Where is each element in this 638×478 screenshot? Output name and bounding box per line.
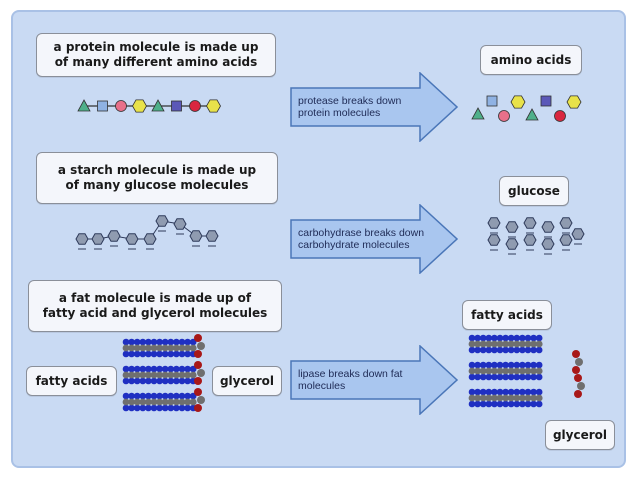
- glucose-unit-icon: [523, 217, 537, 234]
- starch-description-label: a starch molecule is made up of many glu…: [36, 152, 278, 204]
- square-purple-icon: [540, 95, 552, 107]
- glucose-unit-icon: [505, 238, 519, 255]
- glucose-label: glucose: [499, 176, 569, 206]
- glucose-unit-icon: [91, 233, 105, 250]
- triangle-icon: [471, 107, 485, 120]
- amino-acids-label: amino acids: [480, 45, 582, 75]
- glucose-unit-icon: [571, 228, 585, 245]
- left-glycerol-label: glycerol: [212, 366, 282, 396]
- glucose-unit-icon: [107, 230, 121, 247]
- square-purple-icon: [171, 100, 182, 112]
- glucose-unit-icon: [559, 234, 573, 251]
- circle-red-icon: [189, 100, 201, 112]
- lipase-arrow-shape: [290, 345, 458, 415]
- carbohydrase-arrow-shape: [290, 204, 458, 274]
- hexagon-yellow-icon: [510, 95, 526, 109]
- protease-arrow-text: protease breaks down protein molecules: [298, 95, 402, 119]
- fatty-acid-strand: [468, 388, 543, 408]
- glucose-unit-icon: [487, 234, 501, 251]
- carbohydrase-arrow-text: carbohydrase breaks down carbohydrate mo…: [298, 227, 425, 251]
- circle-pink-icon: [498, 110, 510, 122]
- square-icon: [97, 100, 108, 112]
- carbohydrase-arrow: carbohydrase breaks down carbohydrate mo…: [290, 204, 458, 274]
- fatty-acid-strand: [468, 334, 543, 354]
- protease-arrow: protease breaks down protein molecules: [290, 72, 458, 142]
- hexagon-yellow-icon: [566, 95, 582, 109]
- glucose-unit-icon: [75, 233, 89, 250]
- glycerol-unit: [194, 388, 205, 412]
- triangle-icon: [151, 99, 165, 112]
- hexagon-yellow-icon: [132, 99, 147, 113]
- glucose-unit-icon: [143, 233, 157, 250]
- glycerol-unit: [194, 361, 205, 385]
- fatty-acid-strand: [468, 361, 543, 381]
- triangle-icon: [525, 108, 539, 121]
- glucose-unit-icon: [523, 234, 537, 251]
- protein-description-label: a protein molecule is made up of many di…: [36, 33, 276, 77]
- glucose-unit-icon: [541, 221, 555, 238]
- glycerol-unit: [194, 334, 205, 358]
- lipase-arrow: lipase breaks down fat molecules: [290, 345, 458, 415]
- hexagon-yellow-icon: [206, 99, 221, 113]
- glucose-unit-icon: [487, 217, 501, 234]
- triangle-icon: [77, 99, 91, 112]
- circle-red-icon: [554, 110, 566, 122]
- square-icon: [486, 95, 498, 107]
- fatty-acid-strand: [122, 392, 197, 412]
- glucose-unit-icon: [155, 215, 169, 232]
- glucose-unit-icon: [125, 233, 139, 250]
- glucose-unit-icon: [205, 230, 219, 247]
- glucose-unit-icon: [505, 221, 519, 238]
- product-fatty-acids-label: fatty acids: [462, 300, 552, 330]
- left-fatty-acids-label: fatty acids: [26, 366, 117, 396]
- glycerol-unit: [572, 350, 583, 374]
- fat-description-label: a fat molecule is made up of fatty acid …: [28, 280, 282, 332]
- glucose-unit-icon: [173, 218, 187, 235]
- glucose-unit-icon: [189, 230, 203, 247]
- circle-pink-icon: [115, 100, 127, 112]
- glucose-unit-icon: [559, 217, 573, 234]
- protease-arrow-shape: [290, 72, 458, 142]
- product-glycerol-label: glycerol: [545, 420, 615, 450]
- fatty-acid-strand: [122, 338, 197, 358]
- lipase-arrow-text: lipase breaks down fat molecules: [298, 368, 403, 392]
- glucose-unit-icon: [541, 238, 555, 255]
- glycerol-unit: [574, 374, 585, 398]
